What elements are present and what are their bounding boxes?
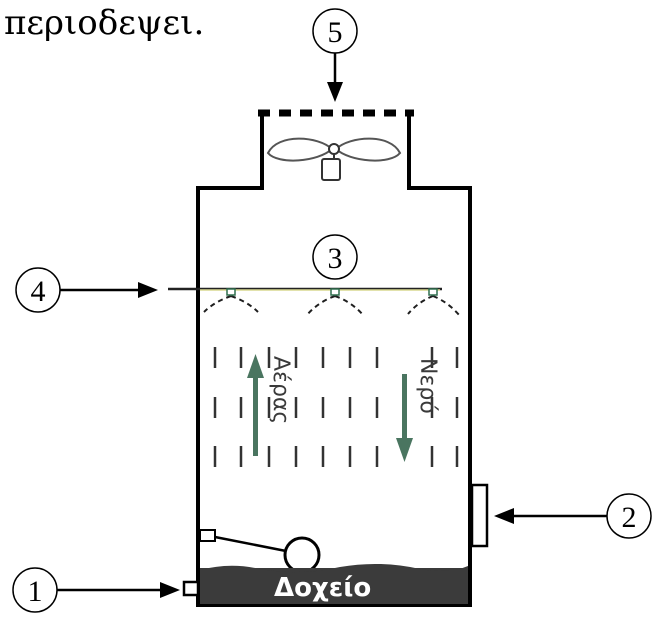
water-label: Νερό — [415, 358, 440, 414]
tank-label: Δοχείο — [274, 573, 371, 603]
fan-icon — [266, 137, 402, 181]
side-access-panel — [470, 483, 489, 548]
air-label: Αέρας — [268, 356, 293, 424]
water-flow-arrow — [396, 374, 413, 462]
tank-surface — [200, 563, 468, 573]
callout-2-number: 2 — [622, 501, 637, 534]
callout-1-number: 1 — [28, 575, 43, 608]
callout-4: 4 — [15, 267, 158, 313]
callout-3: 3 — [312, 234, 358, 280]
water-inlet — [182, 580, 200, 597]
float-valve — [199, 529, 321, 574]
nozzle-heads — [226, 288, 438, 296]
callout-2: 2 — [494, 493, 652, 539]
callout-3-number: 3 — [328, 242, 343, 275]
callout-4-number: 4 — [31, 275, 46, 308]
callout-5: 5 — [312, 8, 358, 102]
callout-1: 1 — [12, 567, 180, 613]
callout-5-number: 5 — [328, 16, 343, 49]
air-flow-arrow — [247, 354, 264, 456]
water-drops — [213, 347, 459, 467]
tower-body — [196, 112, 472, 607]
caption-fragment: περιοδεψει. — [4, 3, 204, 43]
spray-nozzles — [203, 295, 461, 317]
water-tank — [200, 568, 468, 604]
